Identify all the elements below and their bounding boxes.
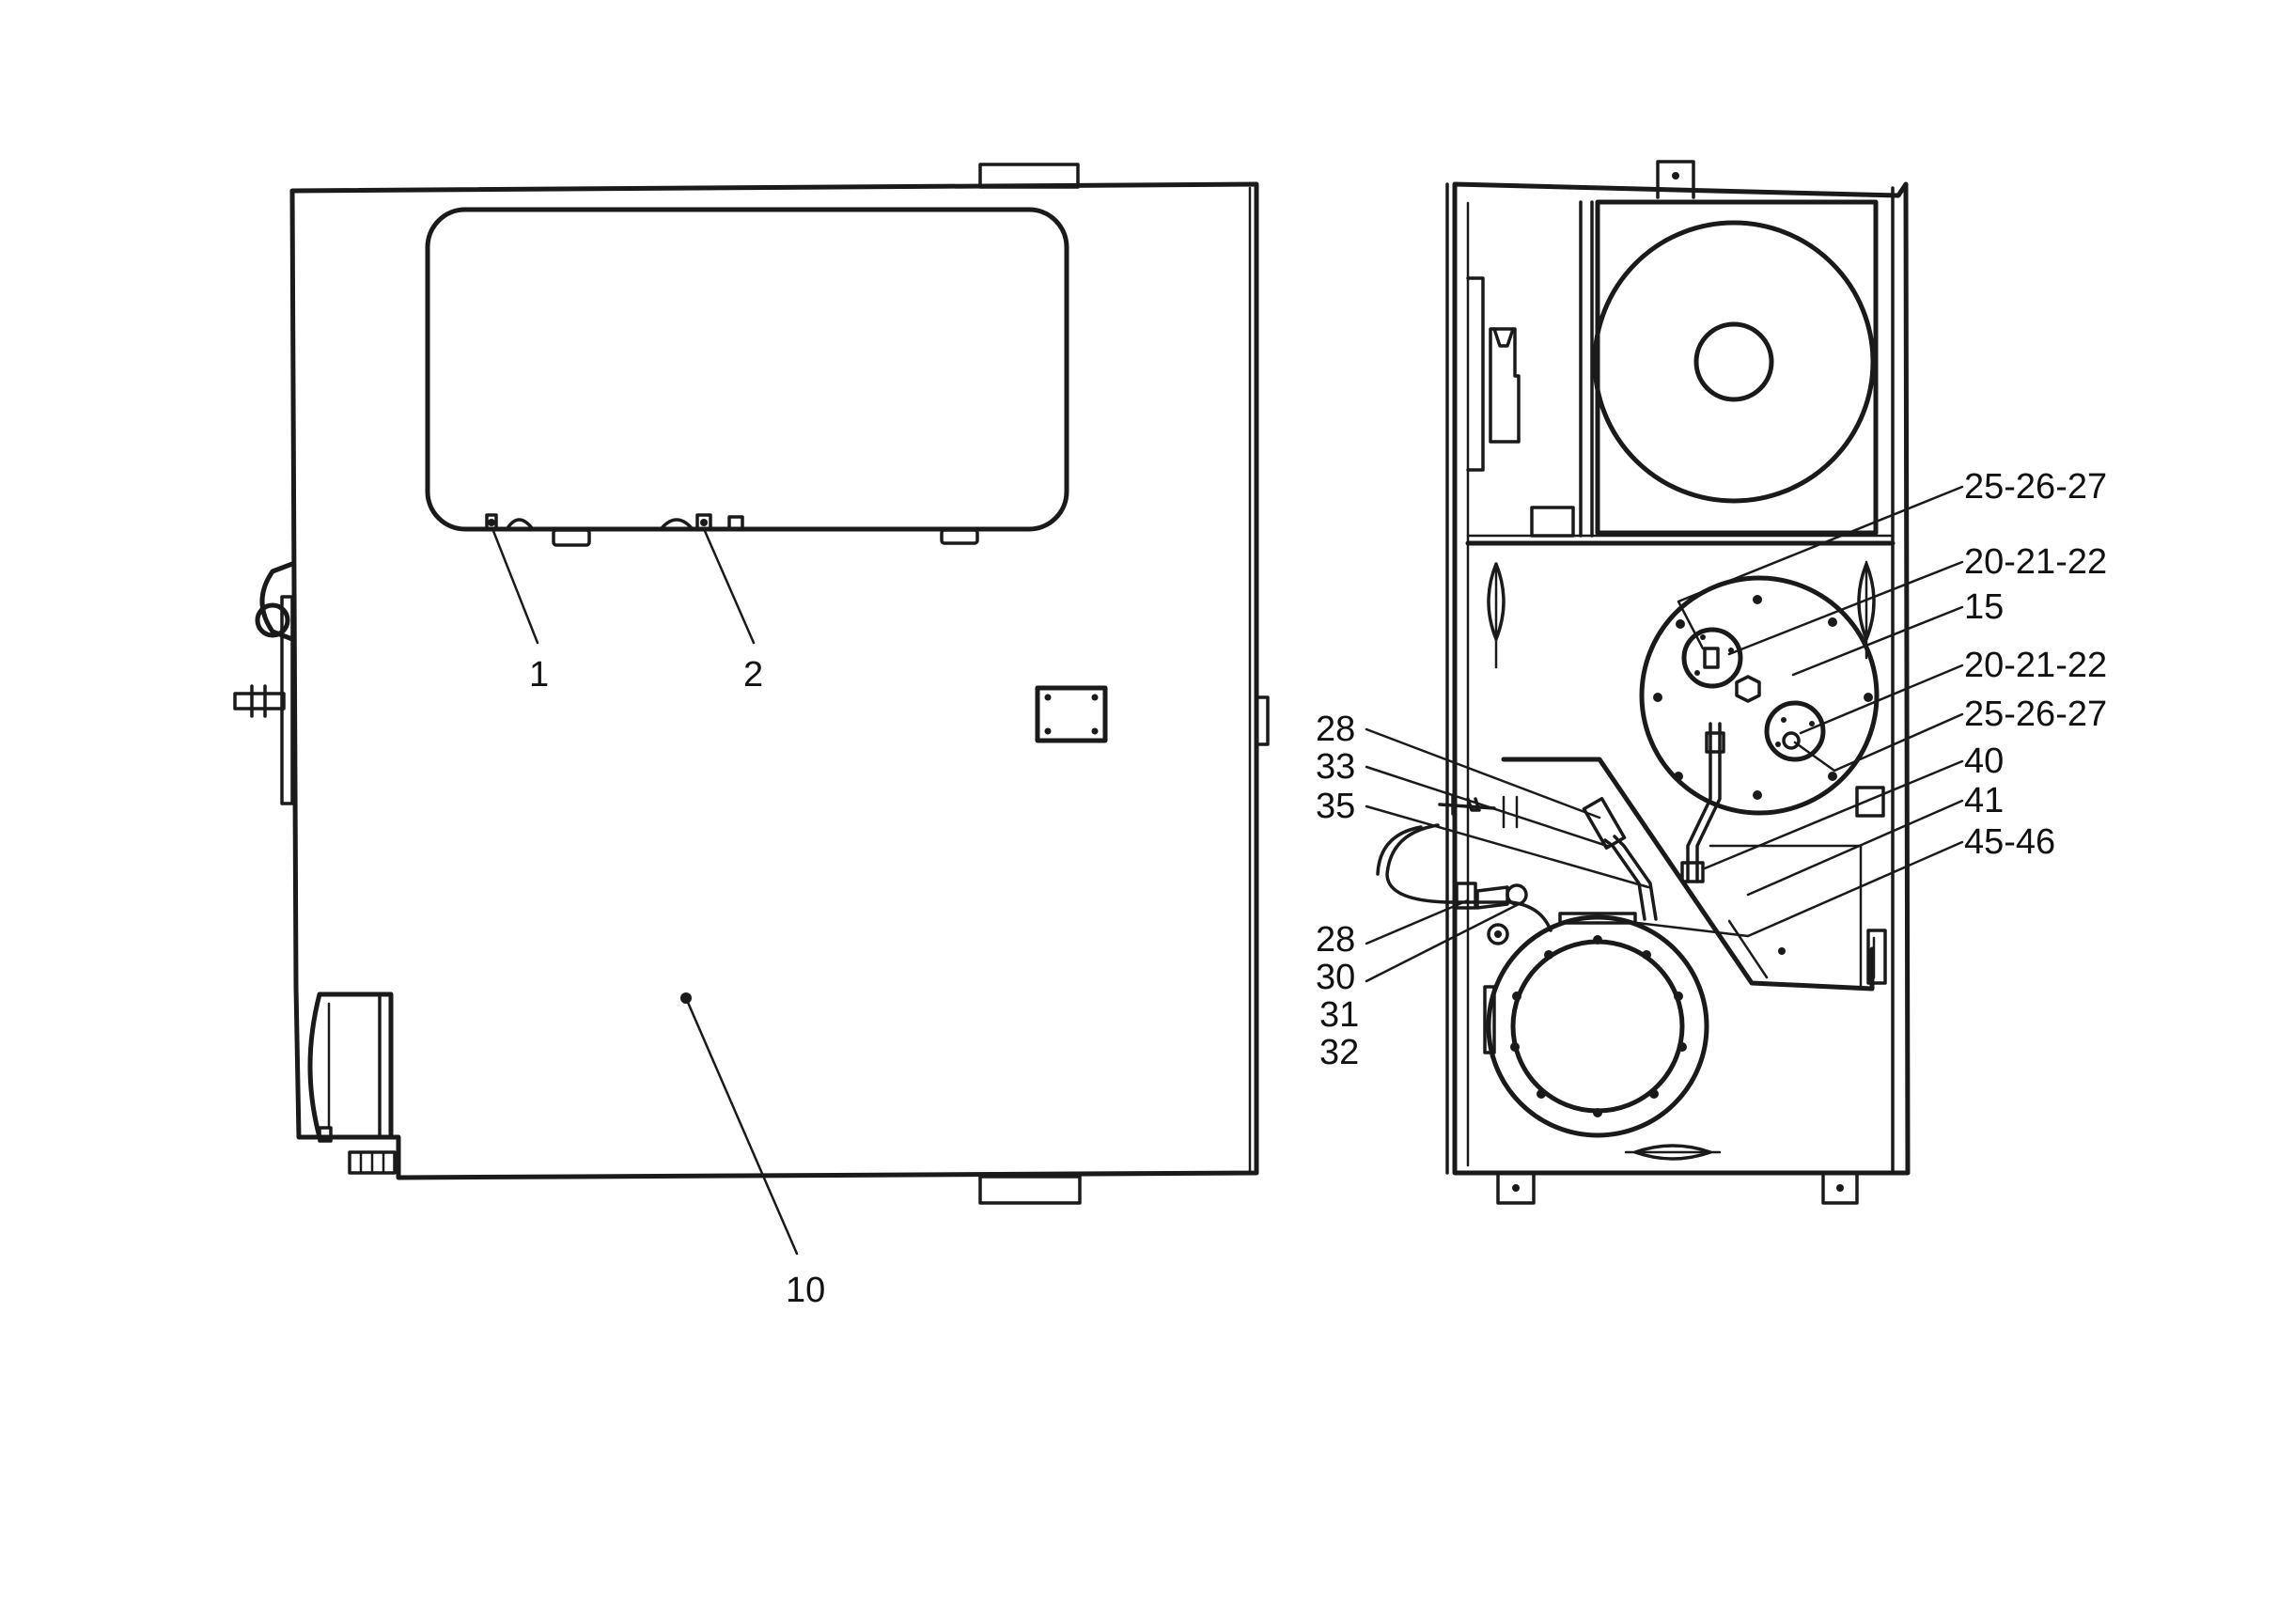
cable-loop [1385, 823, 1552, 932]
callout-45-46: 45-46 [1964, 822, 2055, 862]
callout-2: 2 [743, 655, 763, 695]
inner-cowl [1501, 757, 1875, 992]
lifting-eye [255, 561, 295, 805]
callout-40: 40 [1964, 742, 2004, 781]
callout-31: 31 [1319, 995, 1359, 1035]
callout-28-upper: 28 [1316, 710, 1355, 749]
fan-wheel [1592, 220, 1876, 504]
callout-20-21-22-lower: 20-21-22 [1964, 646, 2107, 685]
top-tab [978, 163, 1080, 189]
lower-housing-outer [1486, 914, 1709, 1138]
bottom-tab [978, 1175, 1082, 1205]
right-leaders [1365, 485, 1964, 983]
left-fitting [233, 684, 286, 718]
right-end-view: 25-26-27 20-21-22 15 20-21-22 25-26-27 4… [1316, 160, 2107, 1205]
leader-10 [684, 996, 799, 1256]
callout-25-26-27-upper: 25-26-27 [1964, 467, 2107, 507]
callout-33: 33 [1316, 747, 1355, 787]
fan-hub [1693, 321, 1774, 402]
callout-1: 1 [529, 655, 549, 695]
port-lower [1764, 700, 1826, 762]
callout-25-26-27-lower: 25-26-27 [1964, 695, 2107, 734]
callout-32: 32 [1319, 1033, 1359, 1072]
lower-housing-inner [1510, 939, 1685, 1114]
callout-10: 10 [786, 1271, 825, 1310]
clip-group-1 [485, 513, 534, 530]
mounting-plate [1035, 685, 1108, 743]
fan-housing [1595, 199, 1879, 536]
leader-2 [703, 529, 756, 645]
right-tab [1255, 695, 1270, 746]
lower-left-housing [307, 992, 394, 1143]
callout-41: 41 [1964, 781, 2004, 820]
clamp-block [1582, 796, 1627, 851]
clip-group-2 [660, 513, 744, 530]
callout-30: 30 [1316, 958, 1355, 997]
leader-1 [491, 529, 539, 645]
latch-block-2 [940, 528, 979, 545]
callout-15: 15 [1964, 587, 2004, 627]
port-upper [1681, 627, 1743, 689]
left-side-view: 1 2 10 [233, 163, 1270, 1310]
end-frame [1452, 181, 1911, 1176]
top-mount-tab [1656, 160, 1695, 199]
drain-fitting [348, 1150, 397, 1175]
bottom-mount-tab-right [1821, 1171, 1859, 1205]
bottom-mount-tab-left [1496, 1171, 1536, 1205]
window-panel [425, 207, 1069, 532]
callout-20-21-22-upper: 20-21-22 [1964, 542, 2107, 582]
callout-35: 35 [1316, 787, 1355, 826]
callout-28-lower: 28 [1316, 920, 1355, 960]
flange-disc [1639, 575, 1880, 816]
latch-block-1 [552, 528, 591, 547]
body-outline [289, 181, 1259, 1180]
